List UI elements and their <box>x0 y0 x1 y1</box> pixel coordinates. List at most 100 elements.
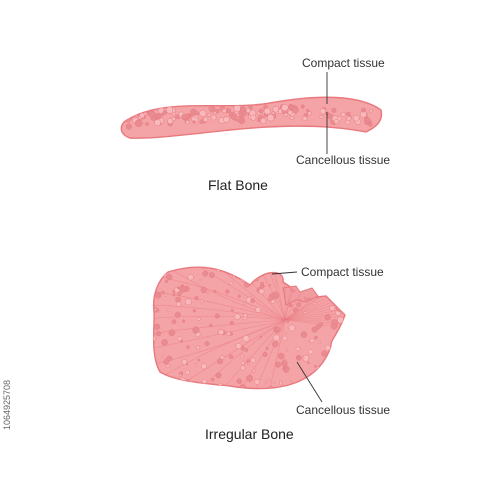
marrow-space <box>332 278 338 284</box>
marrow-space <box>246 374 254 382</box>
marrow-space <box>143 112 148 116</box>
marrow-space <box>243 313 248 318</box>
marrow-space <box>215 372 222 379</box>
marrow-space <box>199 299 204 303</box>
marrow-space <box>352 114 360 122</box>
marrow-space <box>167 118 174 125</box>
marrow-space <box>187 274 194 281</box>
marrow-space <box>185 120 190 125</box>
trabecula-line <box>158 319 286 380</box>
trabecula-line <box>284 311 345 321</box>
marrow-space <box>309 338 315 344</box>
marrow-space <box>287 278 294 285</box>
marrow-space <box>220 355 225 360</box>
marrow-space <box>177 286 180 290</box>
marrow-space <box>233 104 241 112</box>
marrow-space <box>181 359 188 365</box>
marrow-space <box>327 113 333 120</box>
marrow-space <box>300 104 305 109</box>
marrow-space <box>258 288 265 295</box>
marrow-space <box>153 269 157 274</box>
marrow-space <box>272 106 279 113</box>
marrow-space <box>179 286 187 293</box>
marrow-space <box>161 354 165 358</box>
marrow-space <box>268 284 271 287</box>
marrow-space <box>200 286 207 294</box>
marrow-space <box>153 290 155 293</box>
trabecula-line <box>261 267 286 321</box>
marrow-space <box>166 308 170 312</box>
marrow-space <box>230 113 238 121</box>
marrow-space <box>241 361 245 366</box>
marrow-space <box>145 122 149 126</box>
marrow-space <box>175 301 182 307</box>
marrow-space <box>314 372 320 379</box>
marrow-space <box>202 116 209 123</box>
marrow-space <box>276 267 281 271</box>
marrow-space <box>125 123 132 130</box>
marrow-space <box>317 282 321 286</box>
marrow-space <box>321 350 328 357</box>
marrow-space <box>333 284 339 290</box>
marrow-space <box>204 341 210 347</box>
marrow-space <box>331 107 337 113</box>
marrow-space <box>316 316 320 320</box>
marrow-space <box>267 385 275 389</box>
trabecula-line <box>153 274 286 321</box>
marrow-space <box>285 348 289 352</box>
marrow-space <box>207 113 212 117</box>
trabecula-line <box>153 315 286 321</box>
marrow-space <box>335 344 341 349</box>
marrow-space <box>283 366 287 370</box>
marrow-space <box>252 369 256 373</box>
marrow-space <box>319 114 324 119</box>
marrow-space <box>178 373 182 377</box>
marrow-space <box>242 267 246 271</box>
marrow-space <box>335 288 339 292</box>
marrow-space <box>148 110 156 118</box>
marrow-space <box>172 112 176 116</box>
marrow-space <box>272 334 280 342</box>
marrow-space <box>259 335 262 339</box>
marrow-space <box>209 272 215 278</box>
marrow-space <box>243 302 247 306</box>
marrow-space <box>165 106 174 114</box>
trabecula-line <box>153 304 286 321</box>
marrow-space <box>336 355 343 363</box>
marrow-space <box>307 349 314 355</box>
marrow-space <box>260 117 267 124</box>
marrow-space <box>262 351 268 357</box>
marrow-space <box>255 306 262 313</box>
marrow-space <box>229 320 234 326</box>
trabecula-line <box>282 267 286 321</box>
marrow-space <box>244 348 249 352</box>
marrow-space <box>301 356 305 359</box>
marrow-space <box>162 110 168 115</box>
marrow-space <box>257 118 261 123</box>
irregular-compact-label: Compact tissue <box>301 265 384 279</box>
marrow-space <box>174 311 181 318</box>
marrow-space <box>177 291 182 297</box>
irregular-cancellous-label: Cancellous tissue <box>296 403 391 417</box>
marrow-space <box>202 270 209 277</box>
marrow-space <box>315 324 321 330</box>
marrow-space <box>218 329 225 336</box>
marrow-space <box>228 354 234 359</box>
marrow-space <box>277 352 285 360</box>
marrow-space <box>229 281 234 285</box>
trabecula-line <box>170 267 286 321</box>
marrow-space <box>234 313 241 320</box>
marrow-space <box>228 267 235 272</box>
marrow-space <box>192 309 197 313</box>
marrow-space <box>339 292 344 297</box>
marrow-space <box>186 383 190 388</box>
marrow-space <box>250 298 255 303</box>
marrow-space <box>289 115 294 121</box>
marrow-space <box>250 114 257 121</box>
marrow-space <box>196 345 201 350</box>
marrow-space <box>196 317 201 321</box>
marrow-space <box>264 381 268 385</box>
marrow-space <box>298 298 302 302</box>
marrow-space <box>335 301 339 305</box>
marrow-space <box>307 111 312 116</box>
